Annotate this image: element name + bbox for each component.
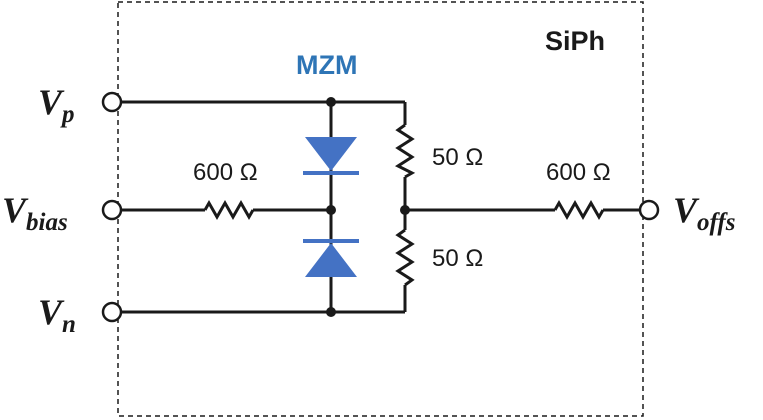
offs-resistor xyxy=(553,199,605,221)
junction-dot-top xyxy=(326,97,336,107)
voffs-terminal xyxy=(638,199,660,221)
top-divider-resistor xyxy=(394,123,416,179)
voffs-label: Voffs xyxy=(673,190,735,236)
vbias-label: Vbias xyxy=(2,190,68,236)
bottom-divider-resistor xyxy=(395,228,415,287)
junction-dot-middle xyxy=(326,205,336,215)
mzm-label: MZM xyxy=(296,50,357,80)
vp-label: Vp xyxy=(38,82,75,128)
top-resistor-label: 50 Ω xyxy=(432,144,483,171)
junction-dot-bottom xyxy=(326,307,336,317)
vn-label: Vn xyxy=(38,292,76,338)
offs-resistor-label: 600 Ω xyxy=(546,159,611,186)
bottom-resistor-label: 50 Ω xyxy=(432,245,483,272)
bias-resistor xyxy=(203,199,255,221)
lower-diode xyxy=(303,239,359,277)
junction-dot-divider xyxy=(400,205,410,215)
vbias-terminal xyxy=(101,199,123,221)
vp-terminal xyxy=(101,91,123,113)
bias-resistor-label: 600 Ω xyxy=(193,159,258,186)
vn-terminal xyxy=(101,301,123,323)
upper-diode xyxy=(303,137,359,175)
siph-label: SiPh xyxy=(545,26,605,56)
